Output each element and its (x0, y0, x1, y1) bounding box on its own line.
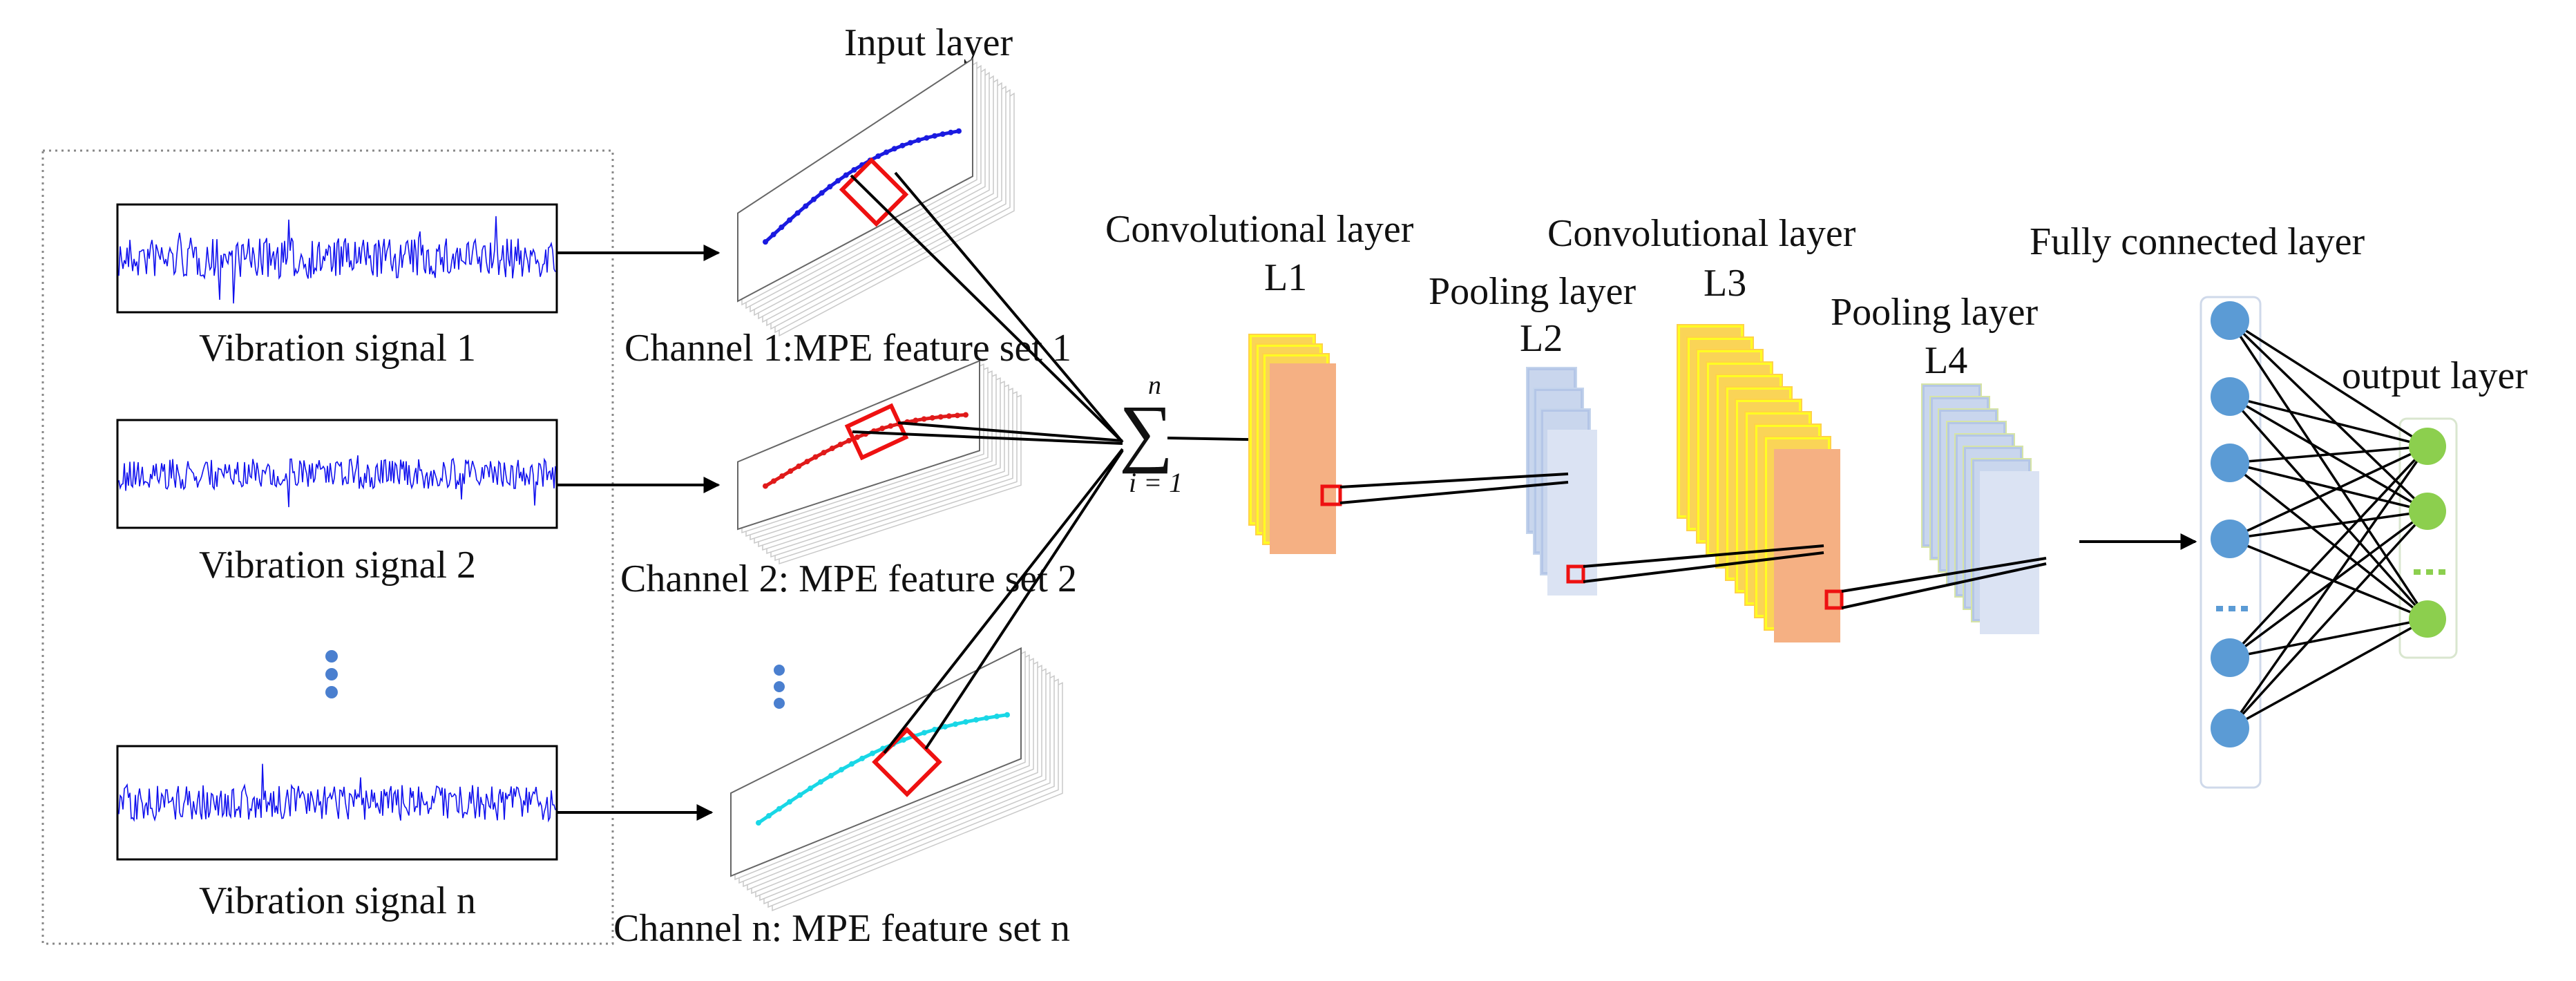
pool2-title: Pooling layer (1831, 291, 2039, 334)
conv2-feature-maps (1677, 324, 1840, 642)
vertical-ellipsis-icon (774, 665, 785, 709)
signal-waveform-1 (118, 216, 556, 304)
signal-waveform-2 (118, 455, 556, 508)
svg-text:i = 1: i = 1 (1129, 467, 1183, 498)
signal-label-1: Vibration signal 1 (199, 327, 476, 370)
signal-box-n (116, 745, 558, 861)
fc-nodes (2211, 301, 2249, 747)
pool2-feature-maps (1921, 383, 2039, 634)
conv2-title: Convolutional layer (1547, 212, 1856, 255)
signal-box-1 (116, 203, 558, 314)
input-layer-title: Input layer (844, 21, 1013, 64)
conv1-feature-maps (1248, 334, 1336, 554)
layer-receptive-links (1320, 473, 2047, 610)
channel-label-2: Channel 2: MPE feature set 2 (620, 558, 1077, 600)
conv2-id: L3 (1704, 262, 1746, 305)
signals-frame (41, 149, 614, 945)
horizontal-ellipsis-icon (2216, 606, 2248, 611)
svg-text:∑: ∑ (1119, 390, 1173, 474)
output-nodes (2409, 428, 2446, 638)
signal-label-n: Vibration signal n (199, 879, 476, 922)
conv1-title: Convolutional layer (1105, 208, 1414, 251)
field-to-sum-lines (850, 171, 1124, 754)
vertical-ellipsis-icon (325, 650, 338, 698)
channel-label-n: Channel n: MPE feature set n (613, 907, 1070, 950)
signal-box-2 (116, 419, 558, 529)
conv1-id: L1 (1264, 256, 1307, 299)
channel-stack-1 (737, 57, 1015, 337)
svg-text:n: n (1148, 371, 1161, 400)
pool1-id: L2 (1520, 317, 1563, 360)
pool1-title: Pooling layer (1429, 270, 1637, 313)
summation-symbol: n ∑ i = 1 (1119, 371, 1183, 498)
fc-title: Fully connected layer (2030, 220, 2365, 263)
channel-label-1: Channel 1:MPE feature set 1 (624, 327, 1071, 370)
horizontal-ellipsis-icon (2414, 569, 2445, 575)
signal-label-2: Vibration signal 2 (199, 544, 476, 587)
receptive-field-1 (839, 157, 909, 227)
pool1-feature-maps (1526, 367, 1597, 596)
channel-stack-2 (737, 359, 1022, 565)
signal-waveform-n (118, 763, 556, 823)
fc-connections (2229, 319, 2429, 730)
out-title: output layer (2342, 354, 2528, 397)
pool2-id: L4 (1925, 339, 1967, 382)
